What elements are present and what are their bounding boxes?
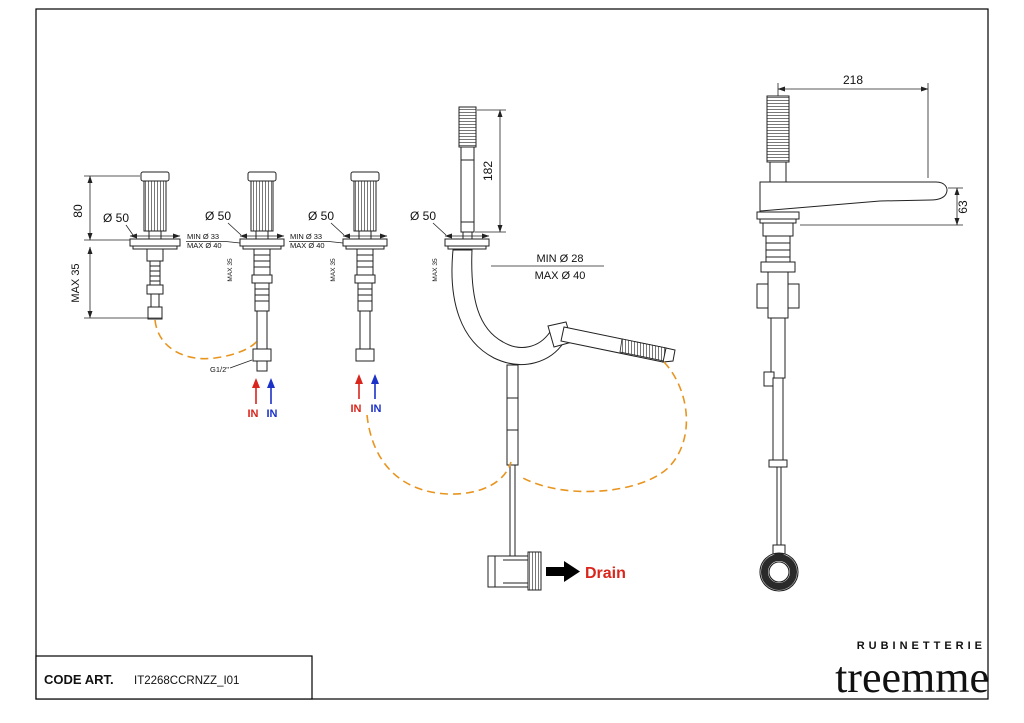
hot-inlet-arrow-2 <box>252 378 260 388</box>
dim-dia50-3: Ø 50 <box>308 209 388 239</box>
code-art-label: CODE ART. <box>44 672 114 687</box>
inlet-hot-3: IN <box>351 374 363 415</box>
min28-label: MIN Ø 28 <box>536 253 583 265</box>
dim-218-label: 218 <box>843 73 863 87</box>
drain-knurl <box>527 551 542 591</box>
dim-max35: MAX 35 <box>70 246 162 319</box>
drain-label: Drain <box>585 565 626 582</box>
dim-dia50-2: Ø 50 <box>205 209 285 239</box>
inlet-cold-3: IN <box>371 374 382 415</box>
dim-minmax-small-2: MIN Ø 33 MAX Ø 40 <box>186 232 241 250</box>
drain-pipe-lower <box>509 464 516 558</box>
dia50-label-2: Ø 50 <box>205 209 231 223</box>
dim-182: 182 <box>475 109 506 233</box>
dim-min28-max40: MIN Ø 28 MAX Ø 40 <box>491 253 604 282</box>
dia50-label-1: Ø 50 <box>103 211 129 225</box>
dia50-label-4: Ø 50 <box>410 209 436 223</box>
min33-label-2: MIN Ø 33 <box>187 232 219 241</box>
side-view-handle <box>766 95 790 163</box>
handshower-unit <box>444 106 676 558</box>
dim-80-label: 80 <box>71 204 85 218</box>
dia50-label-3: Ø 50 <box>308 209 334 223</box>
dim-dia50-1: Ø 50 <box>103 211 181 239</box>
dim-minmax-small-3: MIN Ø 33 MAX Ø 40 <box>289 232 344 250</box>
brand-rubinetterie: RUBINETTERIE <box>857 640 986 652</box>
brand-treemme: treemme <box>835 653 989 702</box>
drain-assembly: Drain <box>487 551 626 591</box>
drain-pipe-upper <box>506 364 519 466</box>
max40s-label-3: MAX Ø 40 <box>290 241 325 250</box>
side-view-spout <box>759 181 948 212</box>
in-hot-label-2: IN <box>248 408 259 420</box>
dim-thread: G1/2" <box>210 359 253 374</box>
drain-arrow <box>546 567 564 576</box>
max40-label: MAX Ø 40 <box>535 270 586 282</box>
dim-63-label: 63 <box>956 200 970 214</box>
popup-ring <box>759 552 799 592</box>
max35-small-label-3: MAX 35 <box>330 258 337 282</box>
min33-label-3: MIN Ø 33 <box>290 232 322 241</box>
max40s-label-2: MAX Ø 40 <box>187 241 222 250</box>
thread-label: G1/2" <box>210 365 229 374</box>
brand-wordmark: RUBINETTERIE treemme <box>835 640 989 702</box>
hose-3 <box>522 361 688 493</box>
in-hot-label-3: IN <box>351 403 362 415</box>
in-cold-label-3: IN <box>371 403 382 415</box>
hose-1 <box>154 319 259 360</box>
max35-small-label-4: MAX 35 <box>432 258 439 282</box>
handshower-spray-head <box>458 106 477 148</box>
hot-inlet-arrow-3 <box>355 374 363 384</box>
in-cold-label-2: IN <box>267 408 278 420</box>
dim-63: 63 <box>800 187 970 226</box>
cold-inlet-arrow-3 <box>371 374 379 384</box>
inlet-cold-2: IN <box>267 378 278 420</box>
dim-80: 80 <box>71 175 140 241</box>
hose-2 <box>366 414 512 495</box>
title-block: CODE ART. IT2268CCRNZZ_I01 <box>35 655 313 700</box>
dim-max35-label: MAX 35 <box>70 263 82 302</box>
dim-dia50-4: Ø 50 <box>410 209 490 239</box>
cold-inlet-arrow-2 <box>267 378 275 388</box>
max35-small-label-2: MAX 35 <box>227 258 234 282</box>
side-view-unit <box>756 95 948 592</box>
code-art-value: IT2268CCRNZZ_I01 <box>134 675 239 687</box>
valve-unit-1 <box>129 171 181 320</box>
dim-182-label: 182 <box>481 161 495 181</box>
popup-rod <box>776 466 782 546</box>
inlet-hot-2: IN <box>248 378 260 420</box>
dim-218: 218 <box>777 73 929 178</box>
